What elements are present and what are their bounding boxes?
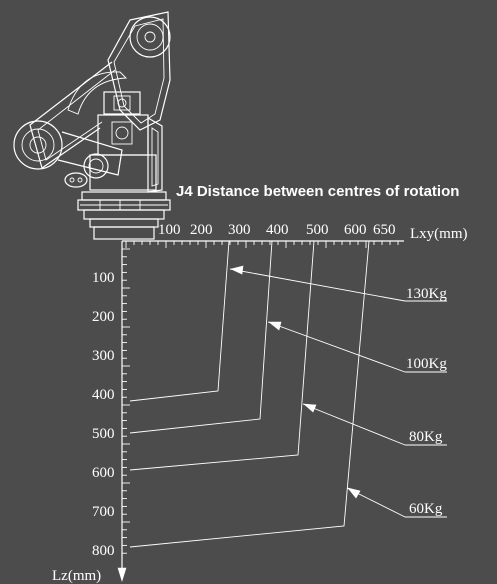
load-label-130kg: 130Kg [406,286,447,302]
load-curve-130kg: 130Kg [129,240,447,402]
load-label-80kg: 80Kg [409,429,443,445]
y-tick-700: 700 [92,504,115,520]
y-tick-300: 300 [92,348,115,364]
y-axis-arrowhead [117,567,127,583]
robot-arm-illustration [13,11,171,240]
diagram-title: J4 Distance between centres of rotation [176,183,459,200]
load-curve-100kg: 100Kg [129,240,447,434]
load-curve-80kg: 80Kg [129,240,447,471]
y-tick-400: 400 [92,387,115,403]
x-tick-500: 500 [306,222,329,238]
x-tick-650: 650 [373,222,396,238]
x-tick-100: 100 [158,222,181,238]
y-tick-600: 600 [92,465,115,481]
load-label-60kg: 60Kg [409,501,443,517]
y-tick-500: 500 [92,426,115,442]
x-tick-600: 600 [344,222,367,238]
x-axis-label: Lxy(mm) [410,226,468,242]
x-tick-200: 200 [190,222,213,238]
load-curve-60kg: 60Kg [129,240,447,548]
x-tick-300: 300 [228,222,251,238]
x-axis: 100 200 300 400 500 600 650 Lxy(mm) [122,222,468,248]
y-tick-800: 800 [92,543,115,559]
x-tick-400: 400 [266,222,289,238]
y-axis: 100 200 300 400 500 600 700 800 Lz(mm) [52,241,130,584]
load-label-100kg: 100Kg [406,356,447,372]
y-tick-200: 200 [92,309,115,325]
y-axis-label: Lz(mm) [52,568,101,584]
y-tick-100: 100 [92,270,115,286]
